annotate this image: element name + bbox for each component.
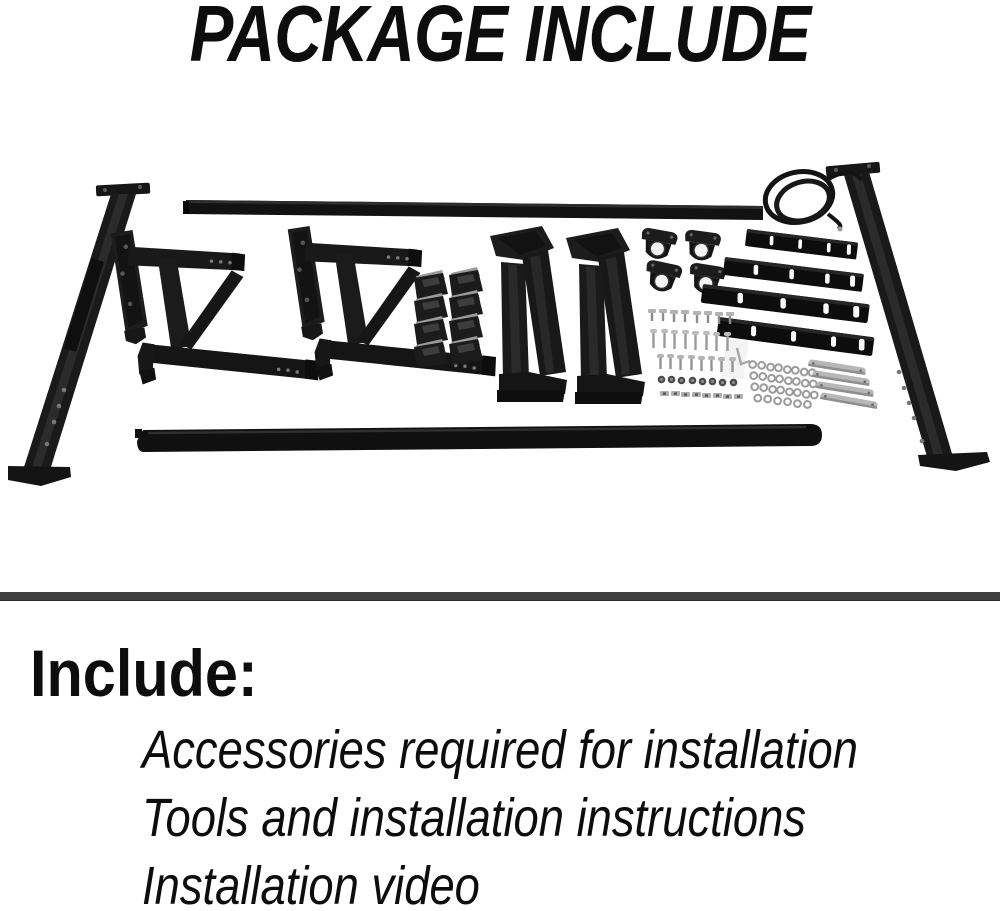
washer-set bbox=[747, 359, 819, 410]
metal-strips bbox=[807, 359, 879, 409]
include-item-accessories: Accessories required for installation bbox=[142, 720, 859, 780]
bottom-crossbar bbox=[135, 424, 822, 452]
include-list: Accessories required for installation To… bbox=[142, 716, 858, 911]
page-title: PACKAGE INCLUDE bbox=[189, 0, 811, 78]
bolt-and-screw-kit bbox=[648, 309, 751, 399]
include-heading: Include: bbox=[30, 636, 258, 710]
mounting-bracket-left bbox=[110, 230, 320, 385]
rubber-cord-coil bbox=[762, 169, 864, 232]
section-divider bbox=[0, 592, 1000, 601]
include-item-video: Installation video bbox=[142, 856, 480, 911]
side-rail-left bbox=[8, 182, 151, 486]
include-item-tools: Tools and installation instructions bbox=[142, 788, 806, 848]
top-crossbar bbox=[183, 200, 763, 220]
bed-rail-uprights bbox=[490, 226, 645, 404]
